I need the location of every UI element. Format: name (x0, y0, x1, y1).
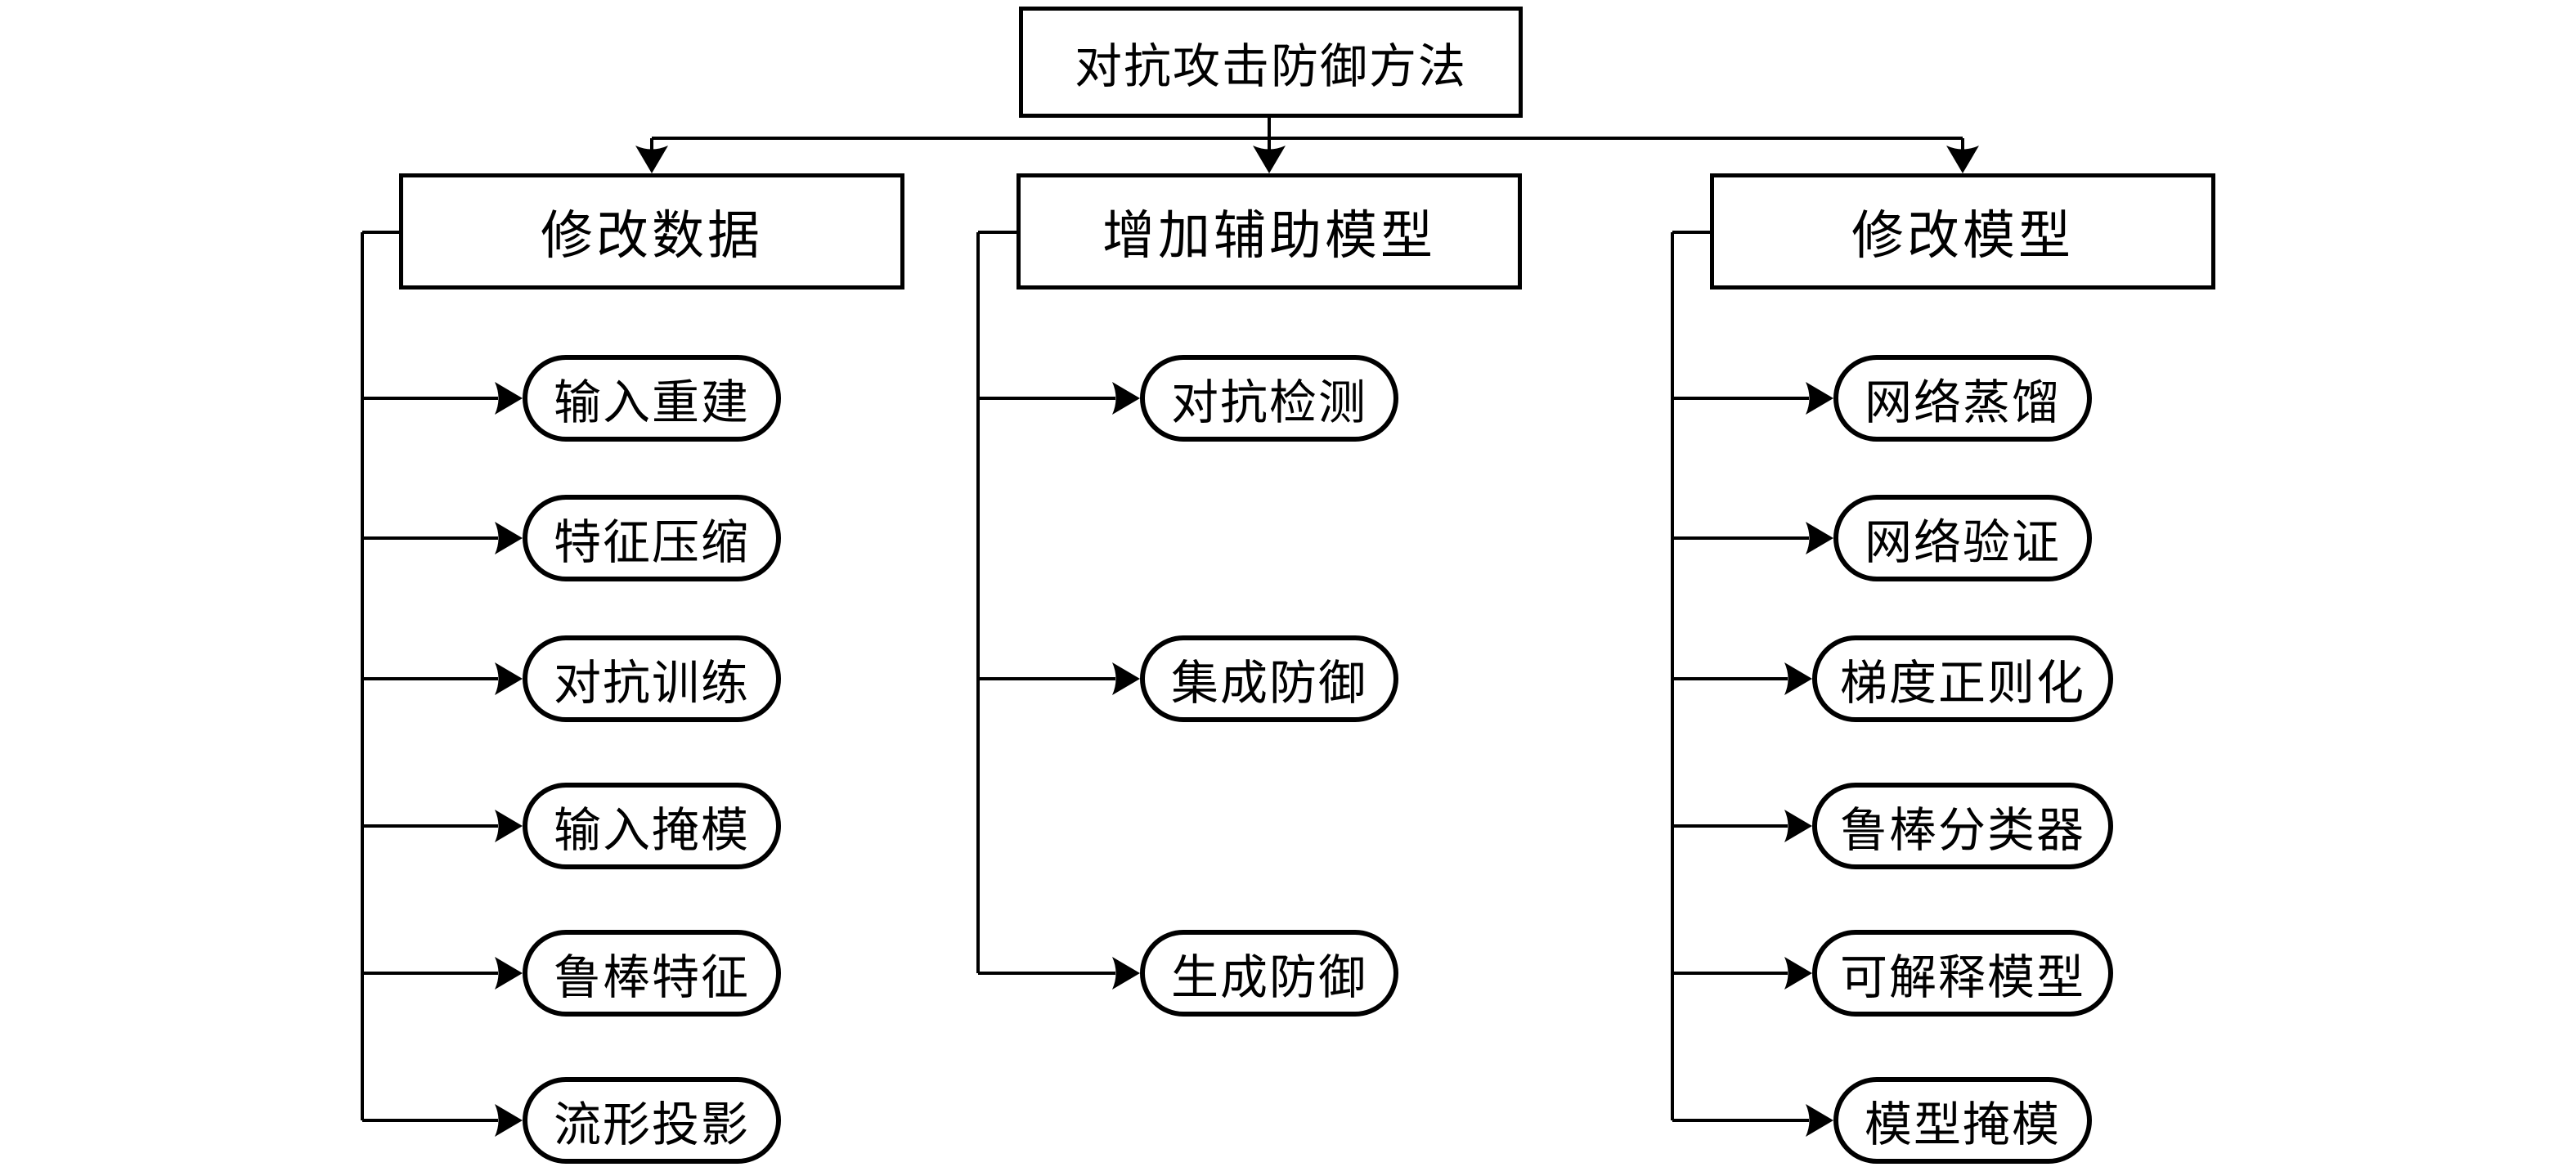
leaf-node: 鲁棒分类器 (1812, 783, 2113, 869)
leaf-node: 鲁棒特征 (523, 930, 781, 1017)
leaf-node: 对抗检测 (1140, 355, 1398, 442)
arrowhead-right-icon (1112, 382, 1140, 415)
leaf-node: 生成防御 (1140, 930, 1398, 1017)
leaf-node: 可解释模型 (1812, 930, 2113, 1017)
leaf-node: 集成防御 (1140, 635, 1398, 722)
leaf-node: 特征压缩 (523, 495, 781, 581)
arrowhead-right-icon (495, 957, 523, 990)
leaf-node: 流形投影 (523, 1077, 781, 1164)
header-node-modify-model: 修改模型 (1710, 173, 2215, 290)
leaf-node: 网络验证 (1833, 495, 2092, 581)
arrowhead-right-icon (1784, 810, 1812, 842)
leaf-node: 模型掩模 (1833, 1077, 2092, 1164)
arrowhead-right-icon (495, 1104, 523, 1137)
arrowhead-down-icon (1946, 146, 1979, 173)
arrowhead-down-icon (635, 146, 668, 173)
leaf-node: 梯度正则化 (1812, 635, 2113, 722)
header-node-modify-data: 修改数据 (399, 173, 904, 290)
arrowhead-right-icon (1112, 662, 1140, 695)
arrowhead-right-icon (1112, 957, 1140, 990)
leaf-node: 输入重建 (523, 355, 781, 442)
leaf-node: 对抗训练 (523, 635, 781, 722)
arrowhead-right-icon (495, 522, 523, 554)
arrowhead-right-icon (1784, 662, 1812, 695)
arrowhead-right-icon (495, 382, 523, 415)
arrowhead-right-icon (1784, 957, 1812, 990)
arrowhead-right-icon (495, 662, 523, 695)
arrowhead-right-icon (1806, 382, 1833, 415)
arrowhead-down-icon (1253, 146, 1286, 173)
leaf-node: 输入掩模 (523, 783, 781, 869)
arrowhead-right-icon (1806, 522, 1833, 554)
header-node-auxiliary-model: 增加辅助模型 (1016, 173, 1522, 290)
leaf-node: 网络蒸馏 (1833, 355, 2092, 442)
root-node: 对抗攻击防御方法 (1019, 7, 1523, 118)
arrowhead-right-icon (495, 810, 523, 842)
arrowhead-right-icon (1806, 1104, 1833, 1137)
